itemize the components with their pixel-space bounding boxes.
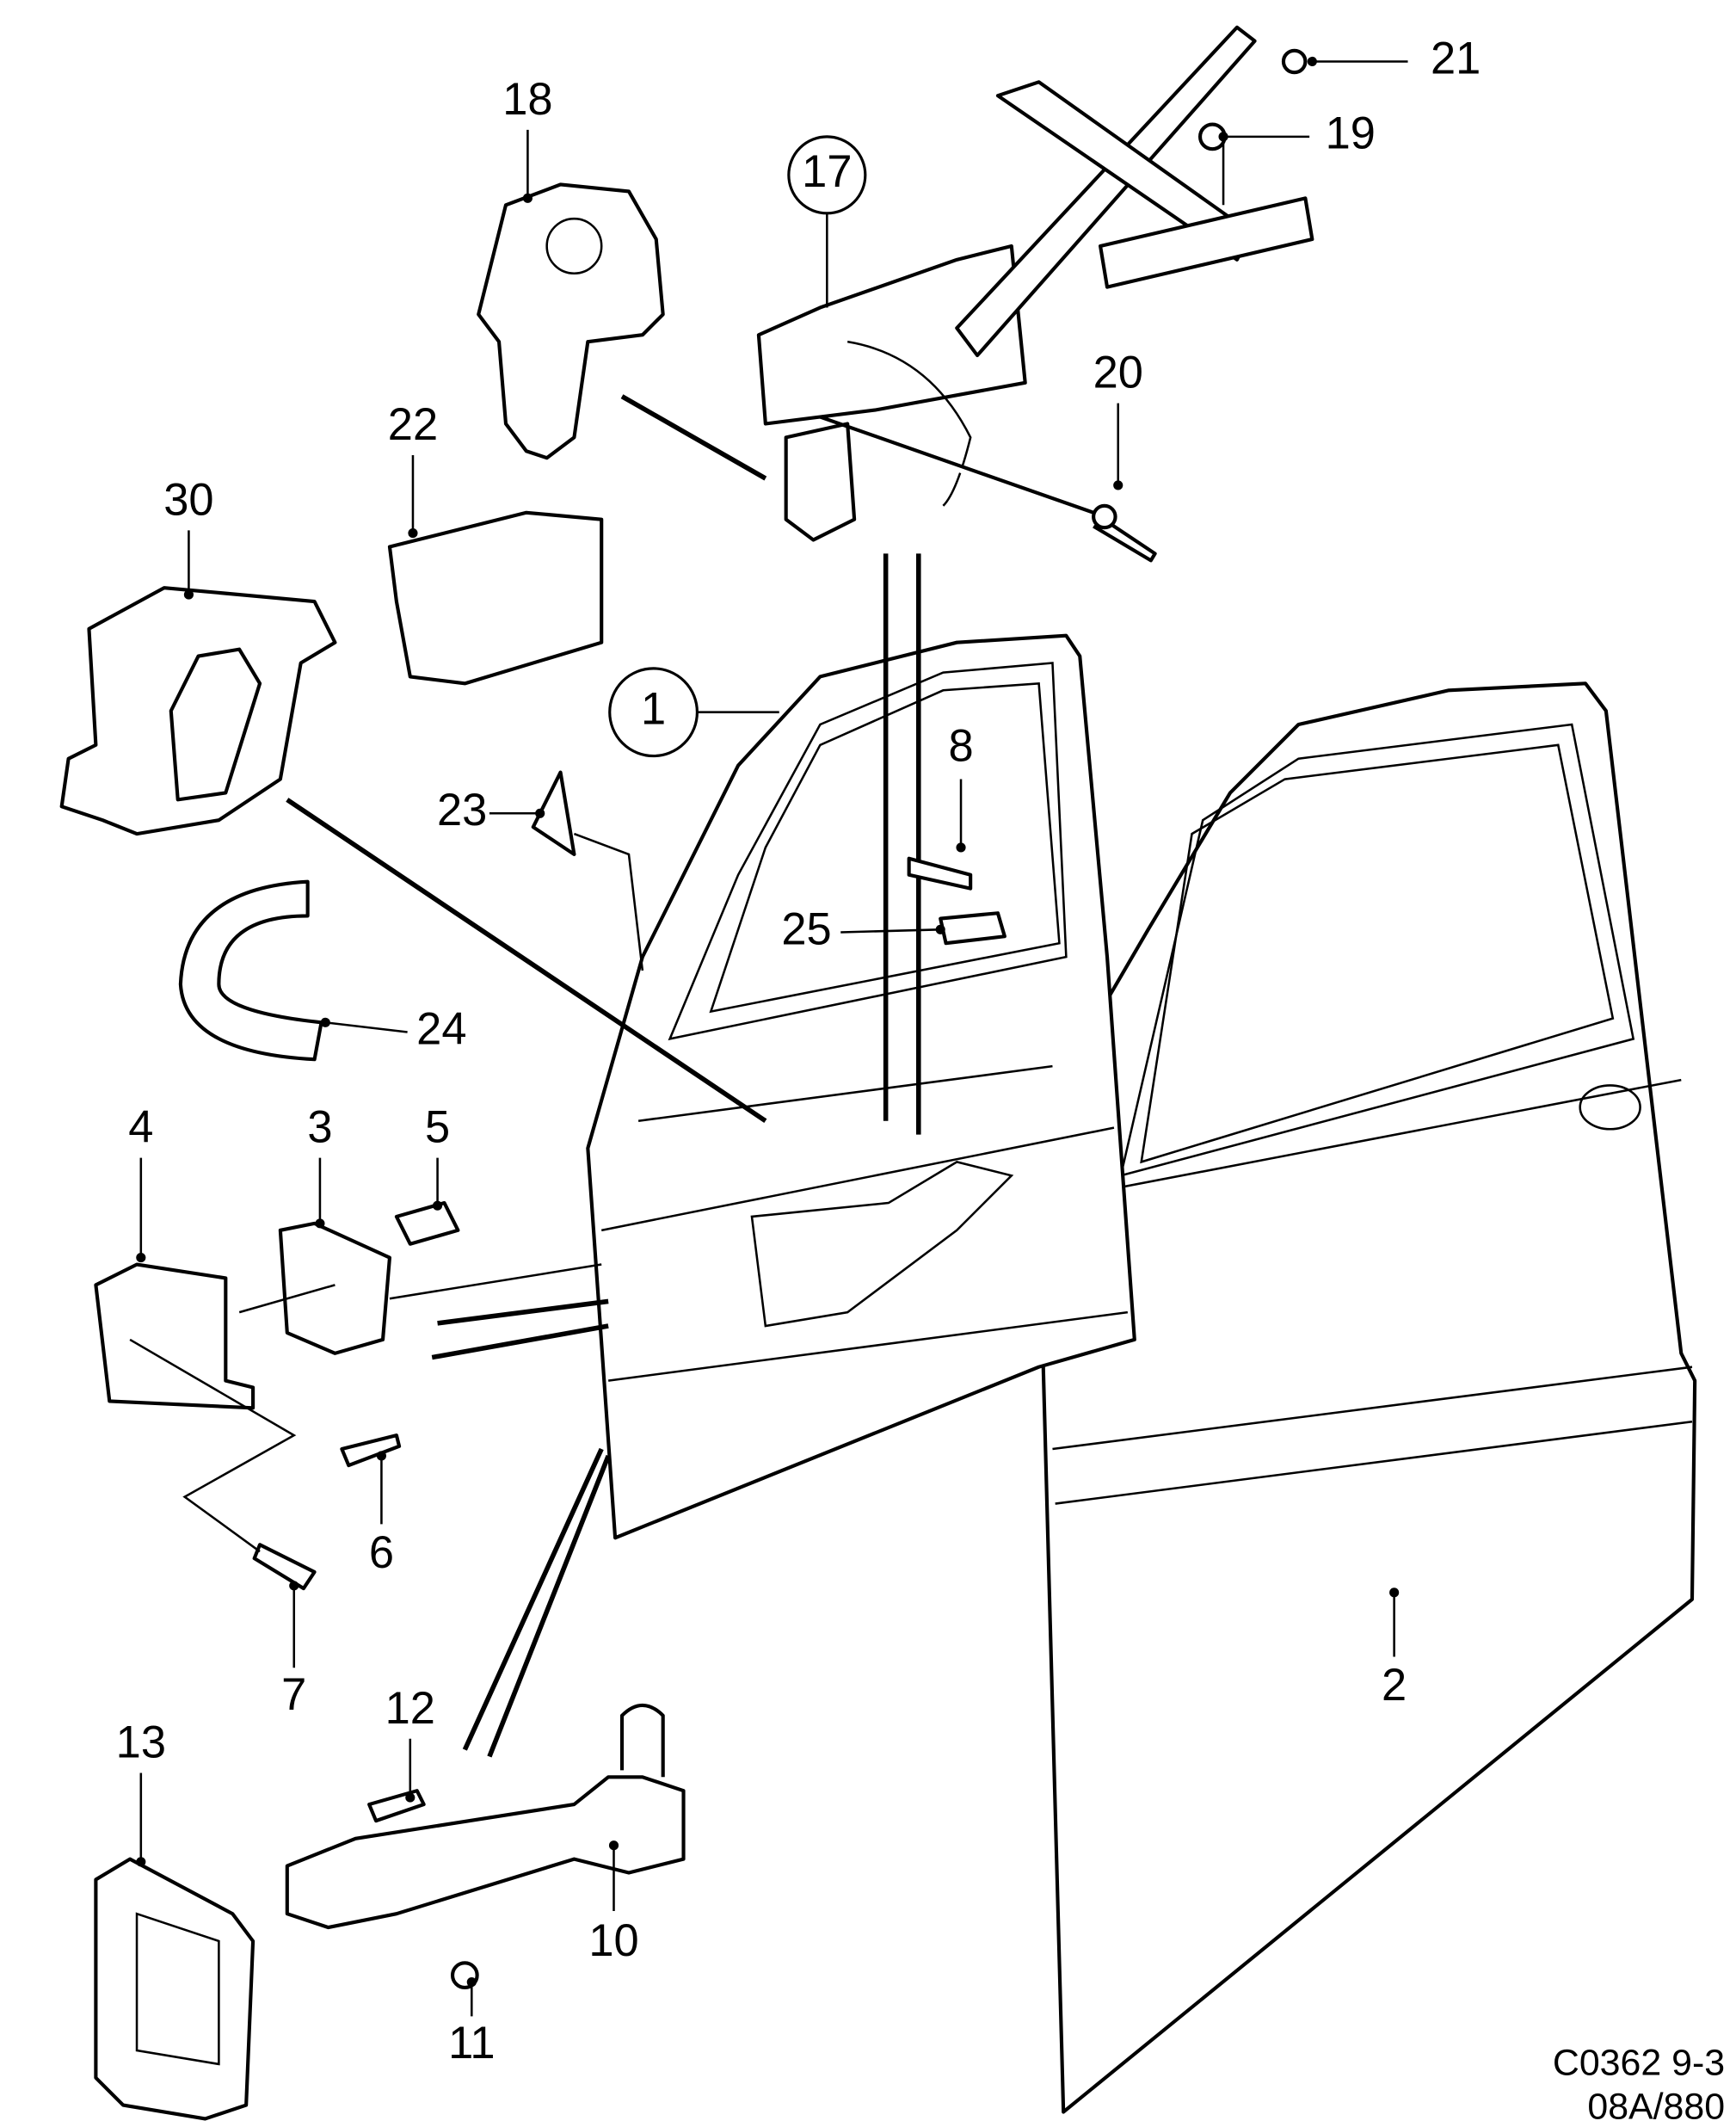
screw-8 — [907, 856, 973, 891]
callout-17: 17 — [802, 147, 852, 197]
door-1-window — [709, 681, 1061, 1014]
callout-22: 22 — [388, 400, 438, 450]
door-check-strap-10 — [285, 1703, 686, 1930]
callout-6: 6 — [369, 1528, 394, 1578]
callout-7: 7 — [281, 1670, 306, 1720]
window-regulator-17 — [756, 25, 1314, 542]
hinge-part-4 — [94, 1262, 255, 1410]
leader-23 — [573, 832, 644, 971]
callout-20: 20 — [1093, 348, 1143, 398]
seal-24 — [178, 879, 323, 1062]
callout-8: 8 — [948, 721, 973, 771]
door-panel-2 — [1037, 681, 1697, 2114]
nut-21 — [1281, 48, 1308, 75]
callout-13: 13 — [116, 1718, 166, 1768]
door-2-creases — [1038, 1078, 1693, 1505]
callout-23: 23 — [437, 786, 487, 835]
callout-18: 18 — [502, 75, 552, 125]
callout-11: 11 — [448, 2019, 495, 2068]
bolt-20 — [819, 415, 1157, 563]
bolt-12 — [367, 1789, 426, 1823]
callout-2: 2 — [1382, 1661, 1407, 1711]
triangle-cover-23 — [531, 770, 576, 856]
drawing-code-line1: C0362 9-3 — [1553, 2043, 1725, 2084]
door-lock-module-30 — [59, 586, 337, 836]
hinge-part-3 — [278, 1221, 392, 1355]
assembly-guide-lines — [286, 394, 921, 1758]
callout-12: 12 — [385, 1684, 435, 1734]
door-2-window-frame — [1119, 723, 1635, 1178]
callout-19: 19 — [1326, 109, 1376, 159]
door-shell-1 — [586, 633, 1136, 1540]
callout-3: 3 — [307, 1103, 332, 1153]
callout-10: 10 — [588, 1916, 638, 1966]
callout-4: 4 — [128, 1103, 153, 1153]
hinge-leader-lines — [129, 1263, 602, 1553]
callout-1: 1 — [641, 685, 666, 735]
leader-dots — [136, 56, 1400, 1988]
bolt-6 — [340, 1433, 402, 1468]
bolt-7 — [252, 1543, 317, 1591]
door-1-inner-cutout — [750, 1161, 1014, 1328]
door-2-handle-recess — [1579, 1084, 1641, 1131]
callout-circle-1 — [608, 667, 699, 758]
bolt-5 — [394, 1200, 460, 1246]
callout-circle-17 — [787, 135, 867, 215]
window-motor-18 — [477, 182, 665, 460]
callout-21: 21 — [1431, 34, 1481, 83]
drawing-code-line2: 08A/880 — [1587, 2086, 1725, 2127]
grommet-13 — [94, 1857, 255, 2121]
callout-24: 24 — [416, 1004, 466, 1054]
grommet-13-inner — [135, 1912, 220, 2066]
door-1-window-frame — [668, 662, 1068, 1041]
control-module-22 — [387, 510, 604, 686]
door-2-window — [1140, 743, 1615, 1164]
door-1-creases — [600, 1064, 1129, 1382]
pad-25 — [939, 911, 1007, 946]
callout-30: 30 — [163, 475, 213, 525]
bolt-20-head — [1092, 503, 1117, 530]
callout-5: 5 — [425, 1103, 450, 1153]
callout-leaders — [139, 60, 1408, 2017]
callout-25: 25 — [781, 904, 831, 954]
